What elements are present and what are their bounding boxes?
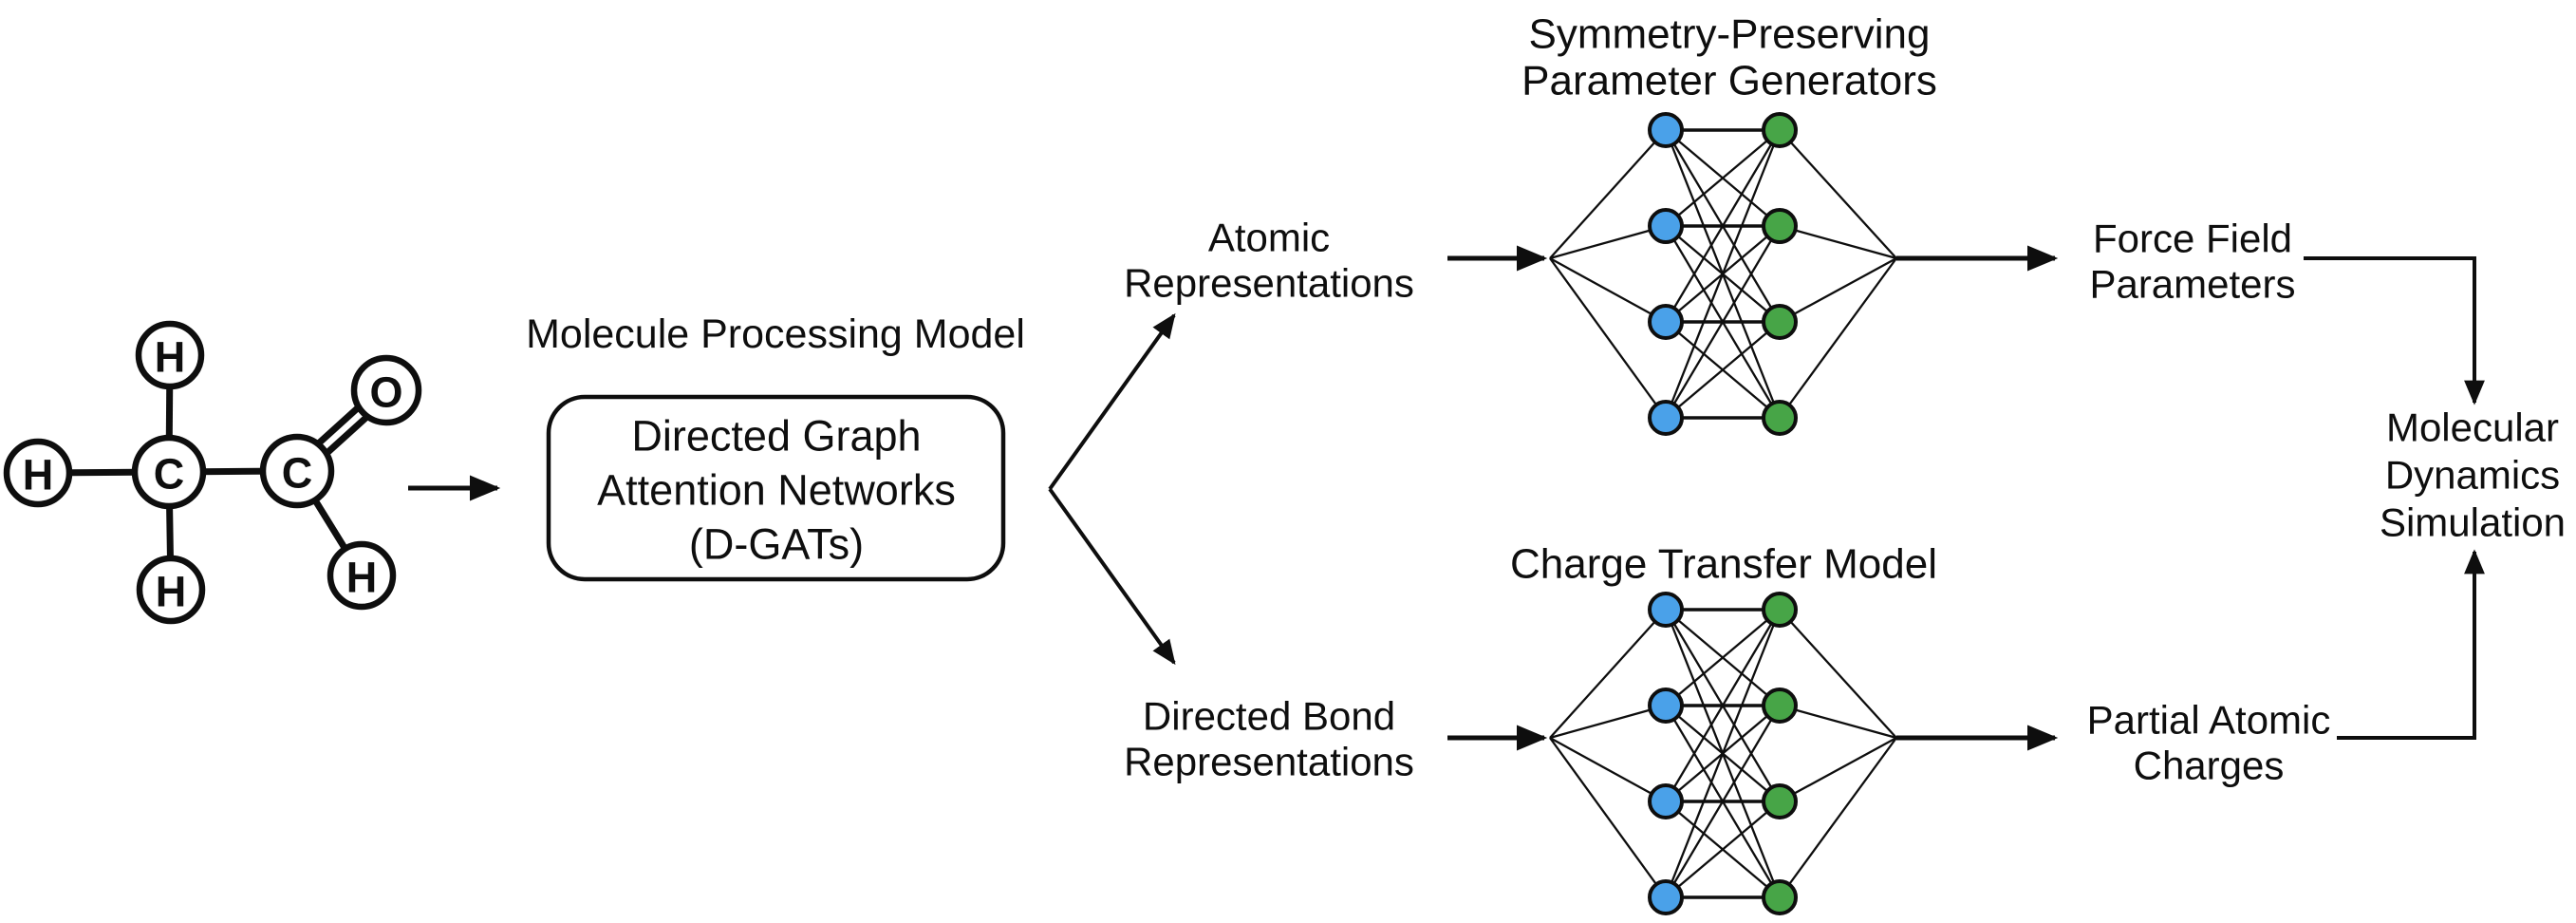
arrow-branch-down <box>1048 487 1176 666</box>
dgat-box-line2: Attention Networks <box>597 466 956 515</box>
output-node <box>1762 112 1798 148</box>
dgat-box-line1: Directed Graph <box>631 412 921 461</box>
atom-c-left <box>131 434 207 510</box>
bottom-network-title: Charge Transfer Model <box>1510 541 1937 588</box>
atom-label-o: O <box>369 368 402 417</box>
atomic-representations-line1: Atomic <box>1208 216 1330 260</box>
partial-atomic-charges-line1: Partial Atomic <box>2087 698 2331 743</box>
molecule-processing-model-title: Molecule Processing Model <box>526 311 1025 357</box>
atom-label-h-bottom: H <box>156 568 187 616</box>
atom-label-c-right: C <box>282 449 313 498</box>
input-node <box>1648 112 1684 148</box>
dgat-box-line3: (D-GATs) <box>689 520 864 569</box>
force-field-parameters-line2: Parameters <box>2089 262 2295 307</box>
md-simulation-line1: Molecular <box>2386 405 2559 450</box>
atom-label-h-right: H <box>346 554 378 602</box>
top-network-edges <box>1549 128 1897 420</box>
output-node <box>1762 688 1798 724</box>
input-node <box>1648 879 1684 915</box>
md-simulation-line3: Simulation <box>2380 500 2566 545</box>
bottom-network-nodes <box>1648 592 1798 915</box>
output-node <box>1762 208 1798 244</box>
force-field-parameters-line1: Force Field <box>2093 217 2292 261</box>
arrow-forcefield-to-md <box>2304 256 2485 405</box>
md-simulation-line2: Dynamics <box>2385 453 2560 498</box>
atom-label-h-top: H <box>155 333 186 382</box>
input-node <box>1648 783 1684 819</box>
output-node <box>1762 592 1798 628</box>
atom-c-right <box>259 433 335 509</box>
atom-h-top <box>135 320 205 390</box>
atom-label-c-left: C <box>154 450 185 499</box>
atom-h-right <box>327 540 397 611</box>
molecule-graphic: H H C C O H H <box>3 320 422 625</box>
input-node <box>1648 208 1684 244</box>
atom-label-h-left: H <box>23 451 54 499</box>
dgat-box <box>546 394 1006 582</box>
arrow-branch-up <box>1048 312 1176 491</box>
output-node <box>1762 304 1798 340</box>
input-node <box>1648 688 1684 724</box>
bottom-network-edges <box>1549 608 1897 899</box>
atom-o <box>350 354 422 426</box>
directed-bond-representations-line2: Representations <box>1124 740 1414 784</box>
atom-h-bottom <box>136 555 206 625</box>
atom-h-left <box>3 438 73 508</box>
output-node <box>1762 879 1798 915</box>
arrow-charges-to-md <box>2337 549 2485 740</box>
directed-bond-representations-line1: Directed Bond <box>1143 694 1395 739</box>
top-network-title-line1: Symmetry-Preserving <box>1529 11 1931 58</box>
input-node <box>1648 592 1684 628</box>
top-network-title-line2: Parameter Generators <box>1521 58 1937 104</box>
partial-atomic-charges-line2: Charges <box>2134 744 2285 788</box>
output-node <box>1762 400 1798 436</box>
input-node <box>1648 400 1684 436</box>
output-node <box>1762 783 1798 819</box>
atomic-representations-line2: Representations <box>1124 261 1414 306</box>
input-node <box>1648 304 1684 340</box>
top-network-nodes <box>1648 112 1798 436</box>
